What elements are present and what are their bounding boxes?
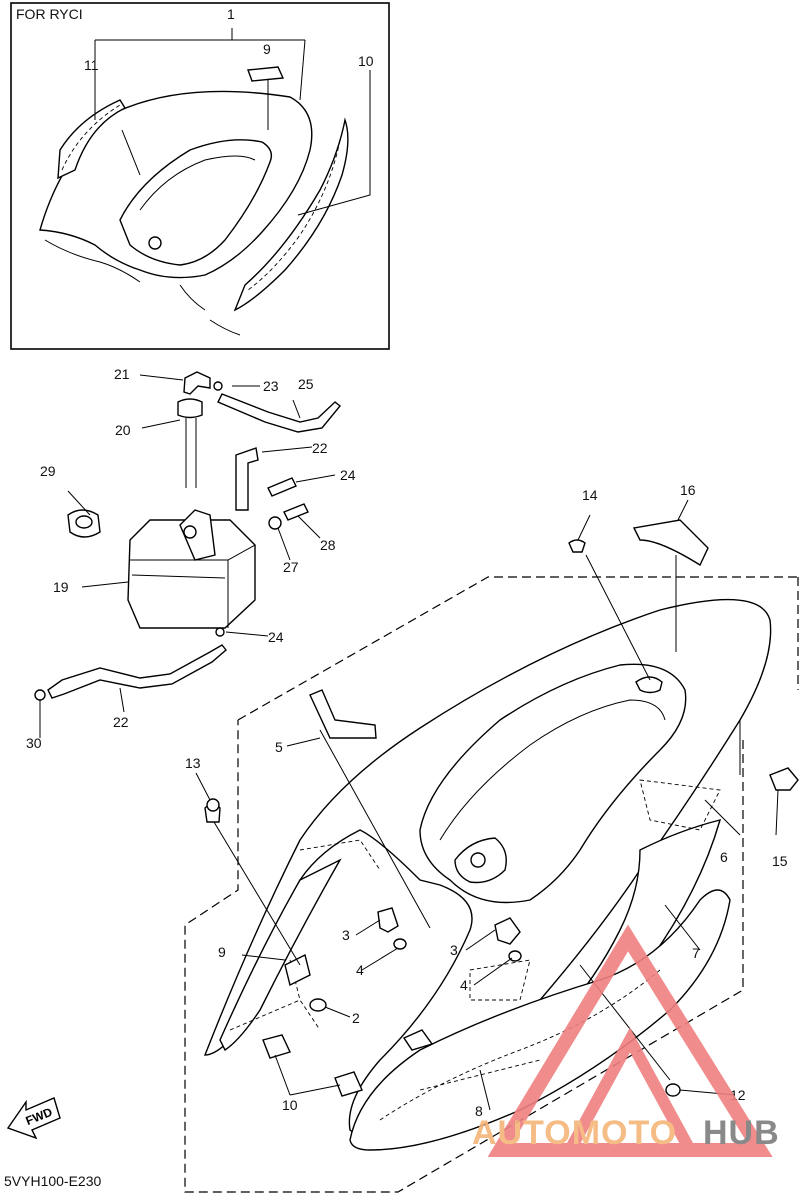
- callout-13: 11: [84, 57, 99, 73]
- assembly-boundary: [184, 576, 799, 1193]
- oil-tank-group: [34, 371, 341, 701]
- callout-10: 10: [282, 1097, 298, 1113]
- callout-8: 8: [475, 1103, 483, 1119]
- callout-3a: 3: [342, 927, 350, 943]
- callout-16: 14: [582, 487, 598, 503]
- callout-11: 9: [263, 41, 271, 57]
- diagram-code: 5VYH100-E230: [4, 1173, 102, 1189]
- callout-19: 19: [53, 579, 69, 595]
- callout-3b: 3: [450, 942, 458, 958]
- callout-24: 24: [340, 467, 356, 483]
- callout-29: 29: [40, 463, 56, 479]
- callout-25b: 24: [268, 629, 284, 645]
- inset-frame: [10, 2, 390, 350]
- callout-7: 7: [692, 945, 700, 961]
- callout-21: 21: [114, 366, 130, 382]
- hardware-parts: [204, 519, 799, 1097]
- watermark-logo: AUTOMOTO HUB: [472, 924, 780, 1157]
- callout-17: 15: [772, 853, 788, 869]
- callout-23: 22: [312, 440, 328, 456]
- callout-4a: 4: [356, 962, 364, 978]
- callout-20: 20: [115, 422, 131, 438]
- main-seat-cowl: [203, 598, 772, 1151]
- callout-6: 6: [720, 849, 728, 865]
- callout-30: 30: [26, 735, 42, 751]
- inset-seat-cowl-drawing: [39, 28, 371, 336]
- callout-12: 10: [358, 53, 374, 69]
- callout-2: 2: [352, 1010, 360, 1026]
- callout-5: 5: [275, 739, 283, 755]
- callout-1: 1: [227, 6, 235, 22]
- callout-9: 9: [218, 944, 226, 960]
- callout-22: 22: [113, 714, 129, 730]
- fwd-arrow: FWD: [6, 1097, 61, 1140]
- callout-25a: 23: [263, 378, 279, 394]
- callout-18: 16: [680, 482, 696, 498]
- callout-28: 28: [320, 537, 336, 553]
- watermark-text-hub: HUB: [703, 1114, 780, 1152]
- callout-14: 13: [185, 755, 201, 771]
- inset-title: FOR RYCI: [16, 6, 83, 22]
- watermark-text-automoto: AUTOMOTO: [472, 1114, 677, 1152]
- callout-27: 27: [283, 559, 299, 575]
- callout-4b: 4: [460, 977, 468, 993]
- callout-26: 25: [298, 376, 314, 392]
